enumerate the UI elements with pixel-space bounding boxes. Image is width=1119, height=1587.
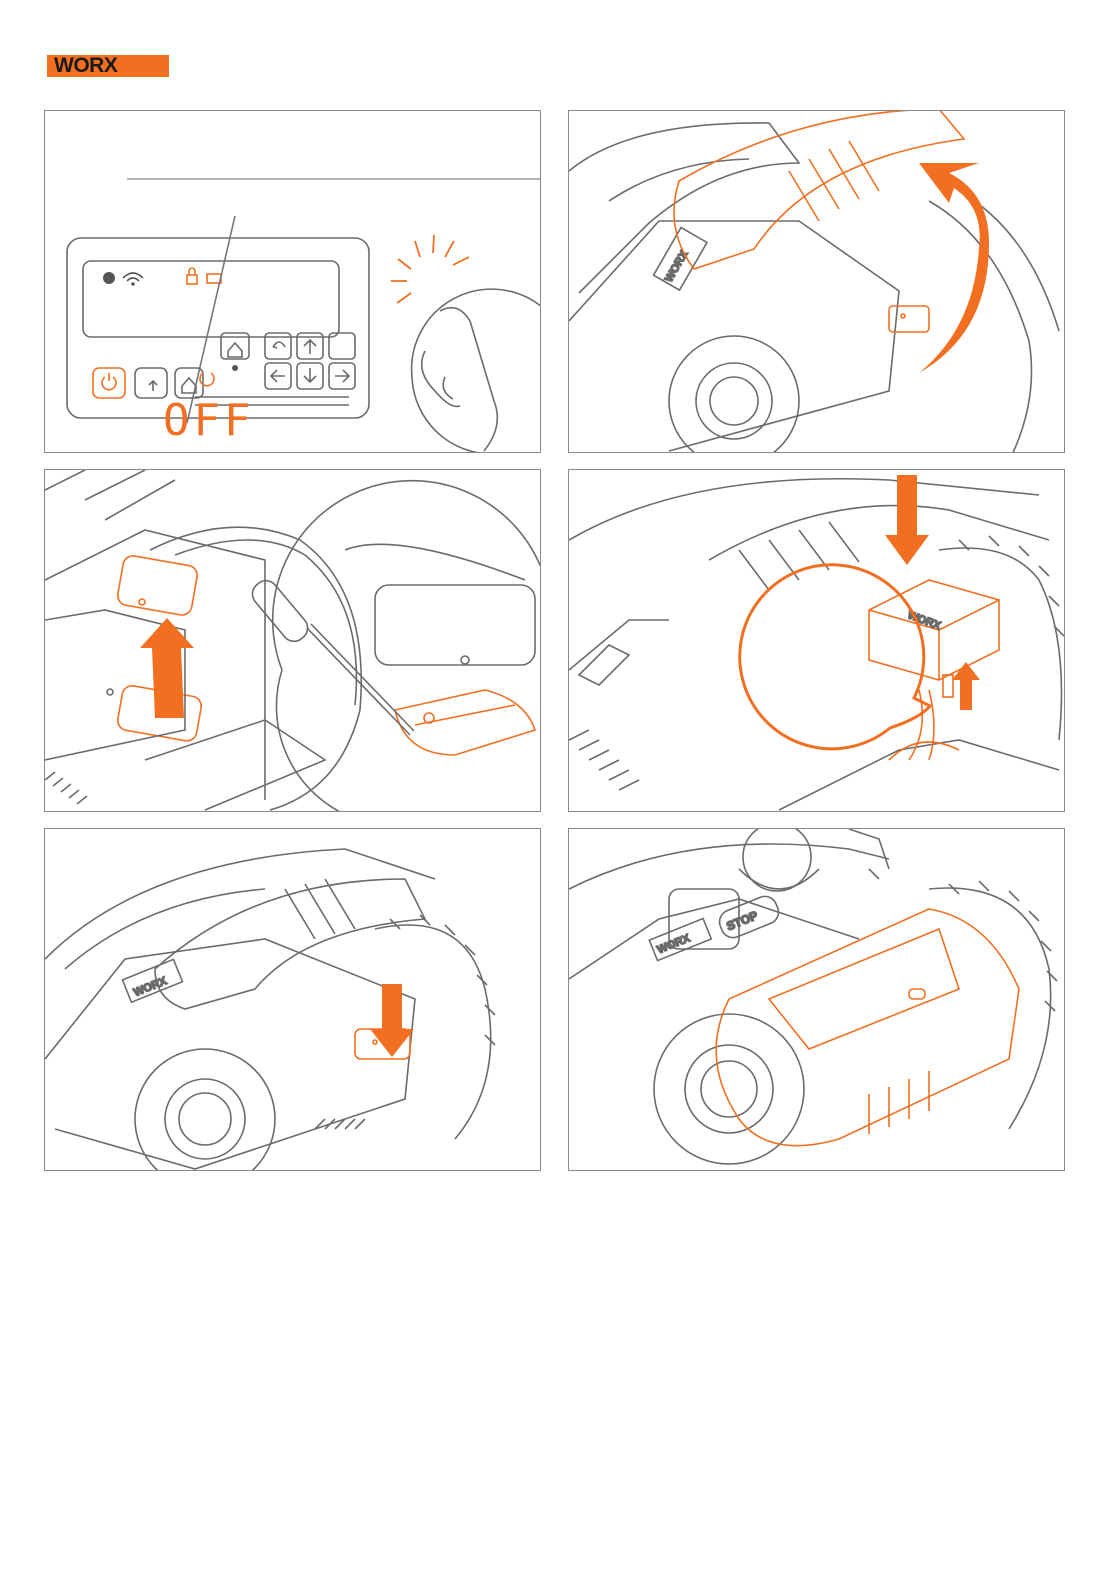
power-icon [102,373,116,390]
arrow-up-icon [952,662,980,710]
step-5-panel: WORX [44,828,541,1171]
logo-text: WORX [54,55,117,77]
step-1-panel: OFF [44,110,541,453]
wifi-icon [123,273,143,281]
worx-logo: WORX [47,55,169,77]
arrow-down-icon [370,984,414,1057]
lock-icon [187,275,197,284]
step-4-panel: WORX [568,469,1065,812]
step-2-panel: WORX [568,110,1065,453]
clock-icon [103,272,115,284]
battery-icon [207,274,221,283]
step-3-panel [44,469,541,812]
step-6-panel: STOP WORX [568,828,1065,1171]
arrow-up-icon [140,618,194,718]
arrow-curved-icon [919,163,989,373]
screwdriver-icon [248,576,414,735]
arrow-down-icon [885,475,929,565]
display-off-text: OFF [163,399,254,443]
